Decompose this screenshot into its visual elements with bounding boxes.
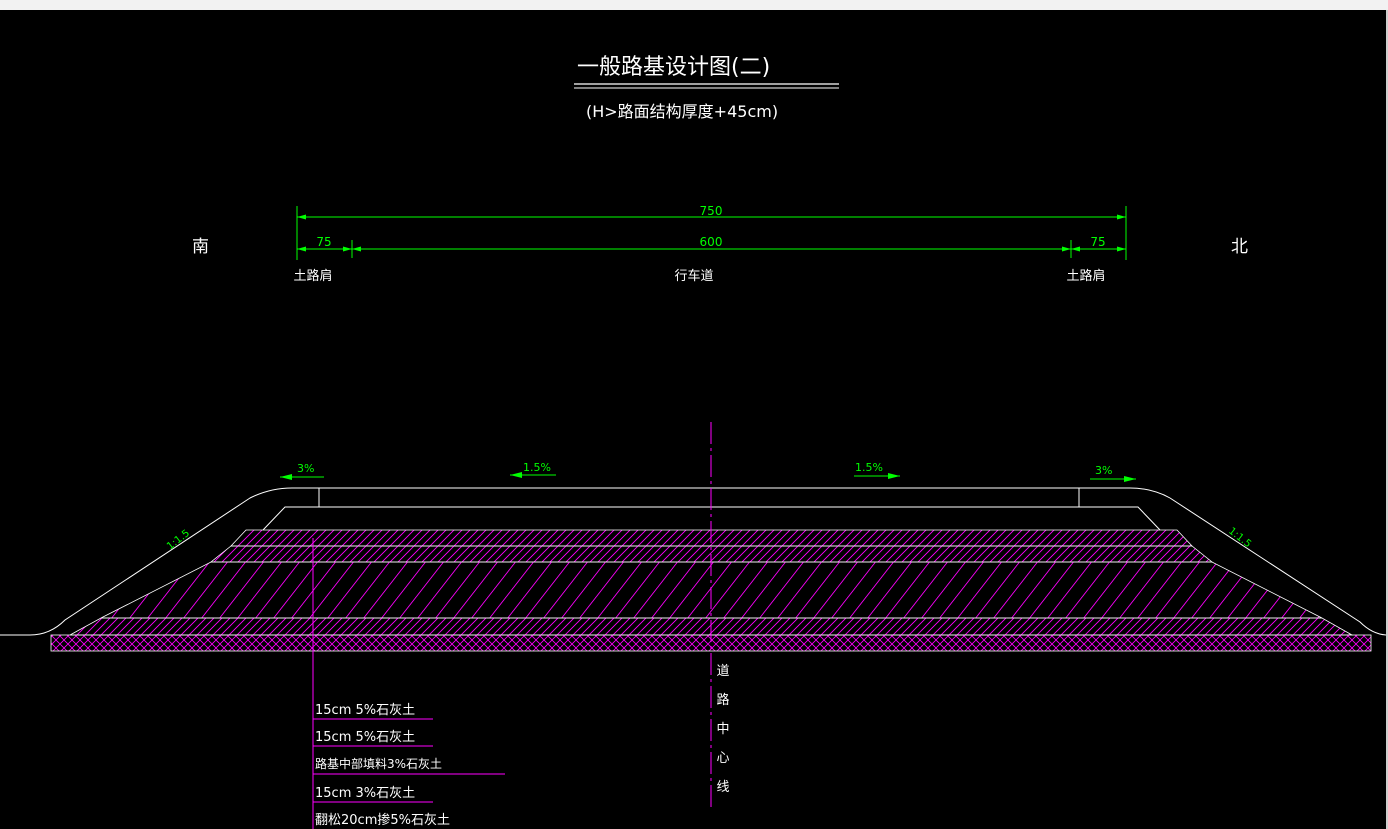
direction-north-label: 北	[1231, 237, 1248, 257]
layer-label-4: 15cm 3%石灰土	[315, 786, 415, 801]
window-top-strip	[0, 0, 1388, 10]
layer-label-5: 翻松20cm掺5%石灰土	[315, 812, 450, 828]
slope-left-shoulder-value: 3%	[297, 462, 314, 475]
slope-left-shoulder: 3%	[280, 462, 324, 480]
embankment-slope-left: 1:1.5	[165, 528, 192, 552]
slope-right-lane-value: 1.5%	[855, 461, 883, 474]
centerline-char-5: 线	[716, 780, 729, 795]
zone-label-carriageway: 行车道	[674, 268, 713, 284]
dimension-right-shoulder-value: 75	[1090, 235, 1105, 249]
embankment-slope-right: 1:1.5	[1226, 526, 1253, 550]
slope-right-shoulder-value: 3%	[1095, 464, 1112, 477]
zone-label-left-shoulder: 土路肩	[293, 268, 332, 284]
road-centerline: 道 路 中 心 线	[710, 422, 730, 808]
dimension-carriageway-value: 600	[700, 235, 723, 249]
slope-left-lane-value: 1.5%	[523, 461, 551, 474]
slope-right-lane: 1.5%	[854, 461, 900, 479]
direction-south-label: 南	[192, 237, 209, 257]
slope-right-shoulder: 3%	[1090, 464, 1136, 482]
centerline-char-2: 路	[716, 692, 729, 708]
layer-callout: 15cm 5%石灰土 15cm 5%石灰土 路基中部填料3%石灰土 15cm 3…	[312, 538, 505, 829]
subgrade-layers	[50, 529, 1372, 652]
zone-label-right-shoulder: 土路肩	[1066, 268, 1105, 284]
centerline-char-1: 道	[716, 664, 729, 679]
dimension-total: 750	[296, 204, 1127, 260]
dimension-left-shoulder-value: 75	[316, 235, 331, 249]
layer-label-3: 路基中部填料3%石灰土	[315, 756, 442, 771]
slope-left-lane: 1.5%	[510, 461, 556, 478]
centerline-char-3: 中	[716, 722, 729, 737]
dimension-total-value: 750	[700, 204, 723, 218]
layer-label-2: 15cm 5%石灰土	[315, 730, 415, 745]
drawing-subtitle: (H>路面结构厚度+45cm)	[586, 102, 778, 121]
drawing-title: 一般路基设计图(二)	[577, 55, 770, 80]
window-right-edge	[1386, 10, 1388, 829]
dimension-row-2: 75 600 75	[297, 235, 1126, 258]
centerline-char-4: 心	[716, 751, 729, 766]
layer-label-1: 15cm 5%石灰土	[315, 703, 415, 718]
